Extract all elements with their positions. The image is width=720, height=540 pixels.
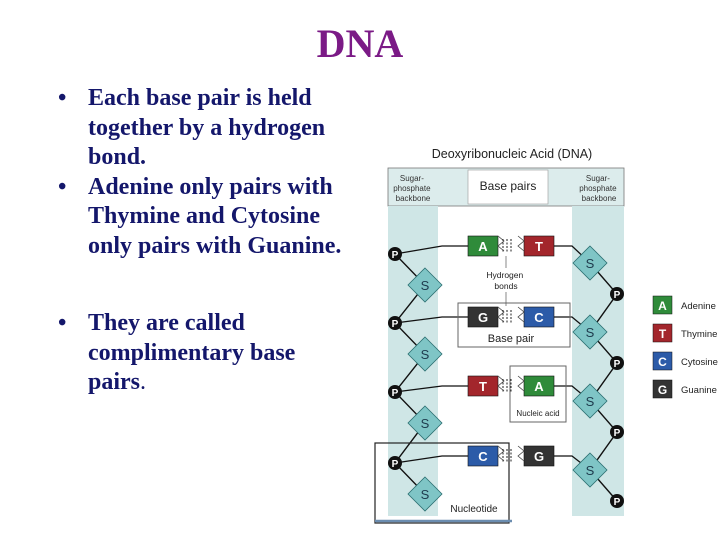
base-pairs-label: Base pairs xyxy=(480,179,537,193)
legend-swatch xyxy=(652,295,673,315)
right-backbone-label: Sugar- phosphate backbone xyxy=(579,174,619,203)
phosphate-letter: P xyxy=(614,359,621,370)
sugar-letter: S xyxy=(421,487,430,502)
legend-swatch xyxy=(652,351,673,371)
strands: S S S S S S S S P P P P P P P P A T G C T A C G xyxy=(388,235,624,512)
base-notch xyxy=(517,445,525,462)
base-notch xyxy=(517,235,525,252)
nucleobase-letter: A xyxy=(478,239,488,254)
label-line: phosphate xyxy=(393,184,431,193)
legend-label: Adenine xyxy=(681,301,716,312)
nucleobase-letter: C xyxy=(534,310,544,325)
sugar-diamond xyxy=(572,245,608,281)
legend-swatch xyxy=(652,379,673,399)
nucleobase-letter: G xyxy=(534,449,544,464)
sugar-letter: S xyxy=(421,416,430,431)
base-notch xyxy=(517,375,525,392)
bullet-marker: • xyxy=(58,310,67,336)
sugar-letter: S xyxy=(586,256,595,271)
phosphate-circle xyxy=(610,356,624,370)
sugar-diamond xyxy=(572,314,608,350)
legend-label: Thymine xyxy=(681,329,717,340)
legend-letter: G xyxy=(658,383,667,397)
phosphate-letter: P xyxy=(614,428,621,439)
sugar-diamond xyxy=(407,267,443,303)
phosphate-letter: P xyxy=(392,388,399,399)
phosphate-letter: P xyxy=(392,250,399,261)
phosphate-letter: P xyxy=(392,319,399,330)
base-connector xyxy=(394,245,468,255)
phosphate-letter: P xyxy=(392,459,399,470)
bullet-item: • Each base pair is held together by a h… xyxy=(58,84,358,173)
nucleotide-box xyxy=(374,442,510,524)
bullet-marker: • xyxy=(58,173,67,200)
nucleobase-box xyxy=(523,306,555,328)
sugar-letter: S xyxy=(421,347,430,362)
label-line: phosphate xyxy=(579,184,617,193)
nucleobase-letter: A xyxy=(534,379,544,394)
bullet-item: • They are called complimentary base pai… xyxy=(58,309,358,398)
phosphate-circle xyxy=(610,287,624,301)
dna-diagram: Deoxyribonucleic Acid (DNA) Sugar- phosp… xyxy=(372,138,720,533)
label-line: backbone xyxy=(582,194,617,203)
sugar-diamond xyxy=(407,476,443,512)
label-line: Hydrogen xyxy=(486,270,523,280)
base-connector xyxy=(394,455,468,464)
phosphate-circle xyxy=(610,494,624,508)
nucleobase-letter: G xyxy=(478,310,488,325)
nucleobase-box xyxy=(523,445,555,467)
sugar-letter: S xyxy=(586,325,595,340)
nucleobase-letter: T xyxy=(535,239,543,254)
phosphate-circle xyxy=(388,316,402,330)
sugar-diamond xyxy=(407,405,443,441)
nucleic-acid-box xyxy=(509,365,567,423)
sugar-diamond xyxy=(407,336,443,372)
label-line: bonds xyxy=(494,281,517,291)
hydrogen-bonds-label: Hydrogen bonds xyxy=(486,270,525,291)
label-line: Sugar- xyxy=(586,174,610,183)
nucleobase-letter: C xyxy=(478,449,488,464)
phosphate-circle xyxy=(388,385,402,399)
label-line: backbone xyxy=(396,194,431,203)
slide-title: DNA xyxy=(316,21,404,66)
base-notch xyxy=(517,306,525,323)
legend-label: Guanine xyxy=(681,385,717,396)
nucleobase-box xyxy=(523,375,555,397)
bullet-item: • Adenine only pairs with Thymine and Cy… xyxy=(58,173,358,262)
nucleotide-caption: Nucleotide xyxy=(450,504,498,515)
legend-label: Cytosine xyxy=(681,357,718,368)
base-connector xyxy=(394,316,468,324)
nucleic-acid-caption: Nucleic acid xyxy=(516,409,559,418)
phosphate-letter: P xyxy=(614,290,621,301)
left-backbone-label: Sugar- phosphate backbone xyxy=(393,174,433,203)
phosphate-circle xyxy=(388,456,402,470)
bullet-text: They are called complimentary base pairs xyxy=(88,310,296,395)
bullet-list: • Each base pair is held together by a h… xyxy=(58,84,358,398)
diagram-header: Deoxyribonucleic Acid (DNA) xyxy=(432,147,592,161)
nucleobase-letter: T xyxy=(479,379,487,394)
sugar-diamond xyxy=(572,383,608,419)
nucleobase-box xyxy=(523,235,555,257)
bullet-text: Adenine only pairs with Thymine and Cyto… xyxy=(88,173,342,259)
sugar-letter: S xyxy=(586,463,595,478)
sugar-diamond xyxy=(572,452,608,488)
legend-swatch xyxy=(652,323,673,343)
phosphate-letter: P xyxy=(614,497,621,508)
bullet-tail: . xyxy=(140,369,147,395)
bullet-text: Each base pair is held together by a hyd… xyxy=(88,85,326,170)
base-pair-box xyxy=(457,302,571,348)
sugar-letter: S xyxy=(421,278,430,293)
label-line: Sugar- xyxy=(400,174,424,183)
base-pair-caption: Base pair xyxy=(488,333,535,345)
bullet-marker: • xyxy=(58,85,67,111)
phosphate-circle xyxy=(610,425,624,439)
phosphate-circle xyxy=(388,247,402,261)
legend-letter: C xyxy=(658,355,667,369)
legend-letter: A xyxy=(658,299,667,313)
base-connector xyxy=(394,385,468,393)
legend-letter: T xyxy=(659,327,667,341)
sugar-letter: S xyxy=(586,394,595,409)
